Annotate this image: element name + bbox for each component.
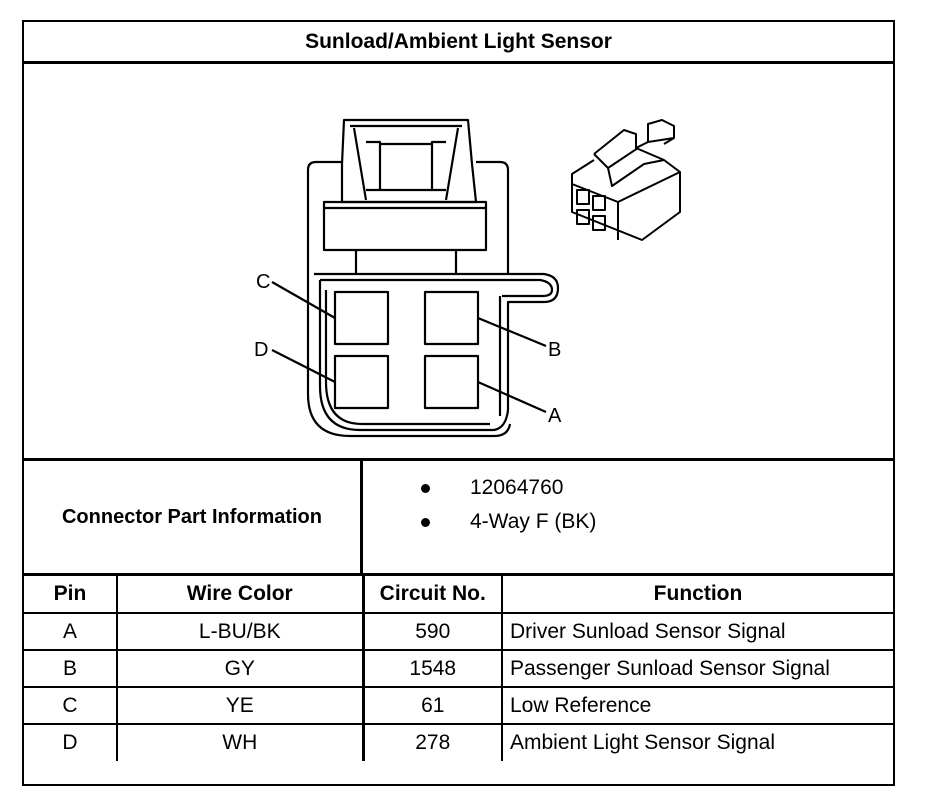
- header-wire-color: Wire Color: [116, 576, 364, 614]
- header-pin: Pin: [24, 576, 118, 614]
- part-number: 12064760: [470, 476, 564, 499]
- cell-pin: B: [24, 649, 118, 688]
- connector-part-info: Connector Part Information 12064760 4-Wa…: [24, 458, 893, 576]
- connector-sheet: Sunload/Ambient Light Sensor: [22, 20, 895, 786]
- connector-diagram: C D B A: [24, 64, 893, 458]
- header-circuit-no: Circuit No.: [361, 576, 503, 614]
- cell-wire-color: L-BU/BK: [116, 612, 364, 651]
- part-info-list: 12064760 4-Way F (BK): [363, 461, 890, 573]
- cell-circuit: 278: [361, 723, 503, 761]
- bullet-icon: [421, 483, 430, 493]
- header-function: Function: [501, 576, 893, 614]
- cell-pin: A: [24, 612, 118, 651]
- cell-function: Ambient Light Sensor Signal: [501, 723, 893, 761]
- part-info-label: Connector Part Information: [24, 461, 363, 573]
- pin-label-c: C: [256, 271, 270, 293]
- cell-circuit: 61: [361, 686, 503, 725]
- pin-label-b: B: [548, 339, 561, 361]
- cell-pin: D: [24, 723, 118, 761]
- cell-function: Driver Sunload Sensor Signal: [501, 612, 893, 651]
- cell-wire-color: YE: [116, 686, 364, 725]
- sheet-title: Sunload/Ambient Light Sensor: [24, 22, 893, 64]
- cell-circuit: 590: [361, 612, 503, 651]
- cell-circuit: 1548: [361, 649, 503, 688]
- table-row: B GY 1548 Passenger Sunload Sensor Signa…: [24, 649, 893, 688]
- cell-pin: C: [24, 686, 118, 725]
- cell-function: Low Reference: [501, 686, 893, 725]
- connector-type: 4-Way F (BK): [470, 510, 597, 533]
- bullet-icon: [421, 517, 430, 527]
- table-row: C YE 61 Low Reference: [24, 686, 893, 725]
- cell-wire-color: GY: [116, 649, 364, 688]
- pin-label-a: A: [548, 405, 562, 427]
- table-row: A L-BU/BK 590 Driver Sunload Sensor Sign…: [24, 612, 893, 651]
- cell-wire-color: WH: [116, 723, 364, 761]
- connector-face-illustration: C D B A: [254, 118, 681, 438]
- table-row: D WH 278 Ambient Light Sensor Signal: [24, 723, 893, 761]
- table-header-row: Pin Wire Color Circuit No. Function: [24, 576, 893, 614]
- pinout-table: Pin Wire Color Circuit No. Function A L-…: [24, 576, 893, 761]
- cell-function: Passenger Sunload Sensor Signal: [501, 649, 893, 688]
- pin-label-d: D: [254, 339, 268, 361]
